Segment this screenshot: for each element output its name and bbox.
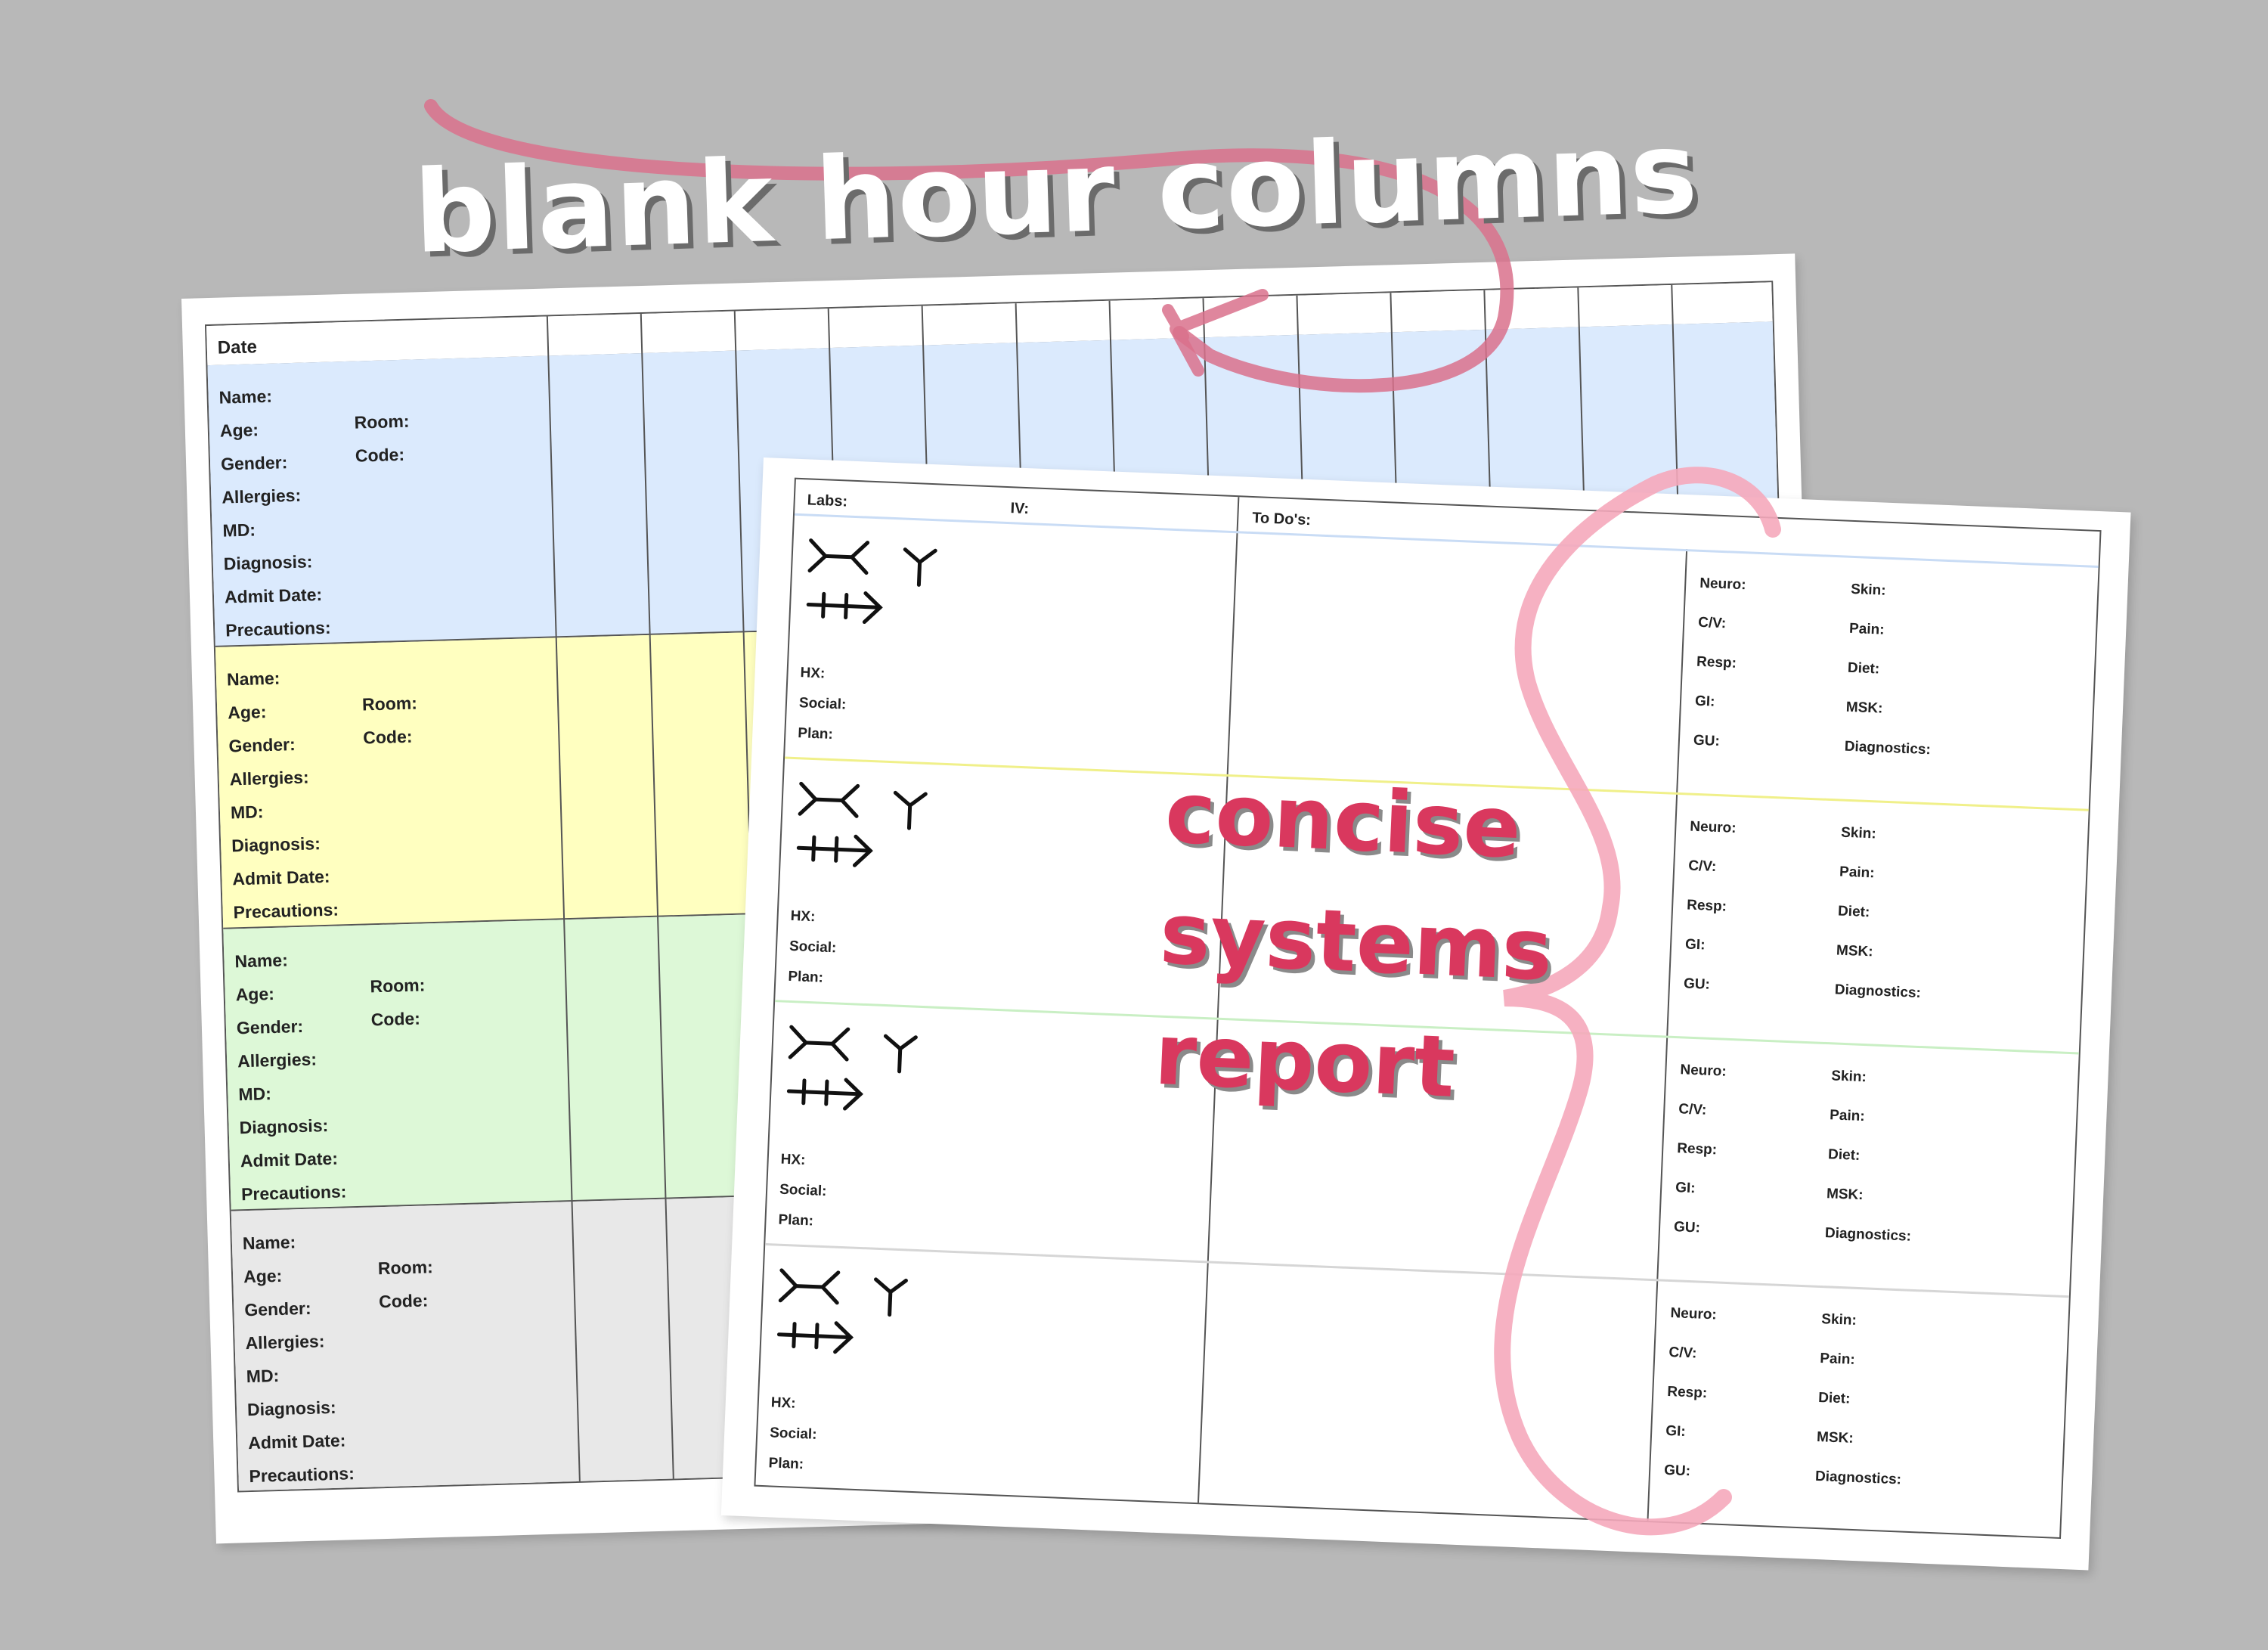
report-table: Labs: IV: To Do's: HX:Social:Plan:Neuro:… — [754, 477, 2102, 1540]
systems-report-sheet: Labs: IV: To Do's: HX:Social:Plan:Neuro:… — [720, 457, 2131, 1571]
lab-fishbone-icon — [773, 1267, 937, 1382]
callout-line-2: systems — [1157, 884, 1555, 1000]
report-patient-block: HX:Social:Plan:Neuro:Skin:C/V:Pain:Resp:… — [775, 756, 2089, 1052]
lab-fishbone-icon — [783, 1023, 947, 1139]
lab-fishbone-icon — [803, 536, 966, 652]
callout-line-1: concise — [1163, 763, 1523, 878]
callout-line-3: report — [1152, 1005, 1458, 1117]
concise-systems-report-callout: concise systems report — [1152, 752, 1560, 1132]
lab-fishbone-icon — [793, 780, 956, 895]
report-patient-block: HX:Social:Plan:Neuro:Skin:C/V:Pain:Resp:… — [785, 513, 2099, 809]
report-patient-block: HX:Social:Plan:Neuro:Skin:C/V:Pain:Resp:… — [755, 1242, 2069, 1539]
report-patient-block: HX:Social:Plan:Neuro:Skin:C/V:Pain:Resp:… — [765, 1000, 2079, 1295]
